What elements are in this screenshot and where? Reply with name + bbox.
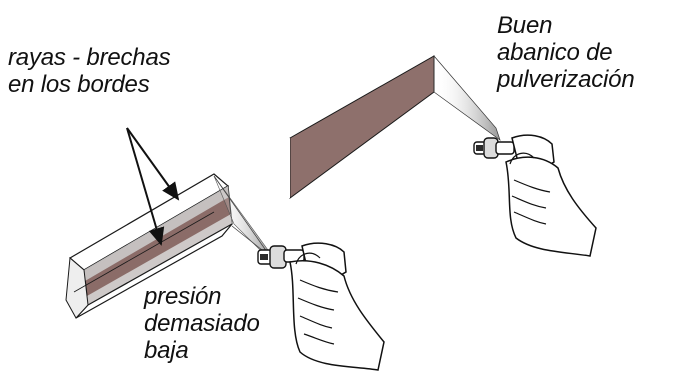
streaks-label-line: rayas - brechas — [8, 44, 171, 71]
low-pressure-label: presión demasiado baja — [144, 283, 260, 364]
hand-icon — [505, 152, 597, 257]
streaks-label: rayas - brechas en los bordes — [8, 44, 171, 98]
streaks-label-line: en los bordes — [8, 71, 150, 98]
good-pattern-label: Buen abanico de pulverización — [497, 12, 635, 93]
low-pressure-label-line: presión — [144, 283, 222, 310]
good-spray-panel — [270, 55, 435, 200]
low-pressure-label-line: demasiado — [144, 310, 260, 337]
spray-mist-good — [433, 55, 501, 141]
good-pattern-label-line: pulverización — [497, 66, 635, 93]
arrow-icon — [126, 127, 180, 246]
low-pressure-label-line: baja — [144, 337, 189, 364]
good-pattern-label-line: abanico de — [497, 39, 613, 66]
hand-icon — [289, 252, 385, 371]
good-pattern-label-line: Buen — [497, 12, 553, 39]
